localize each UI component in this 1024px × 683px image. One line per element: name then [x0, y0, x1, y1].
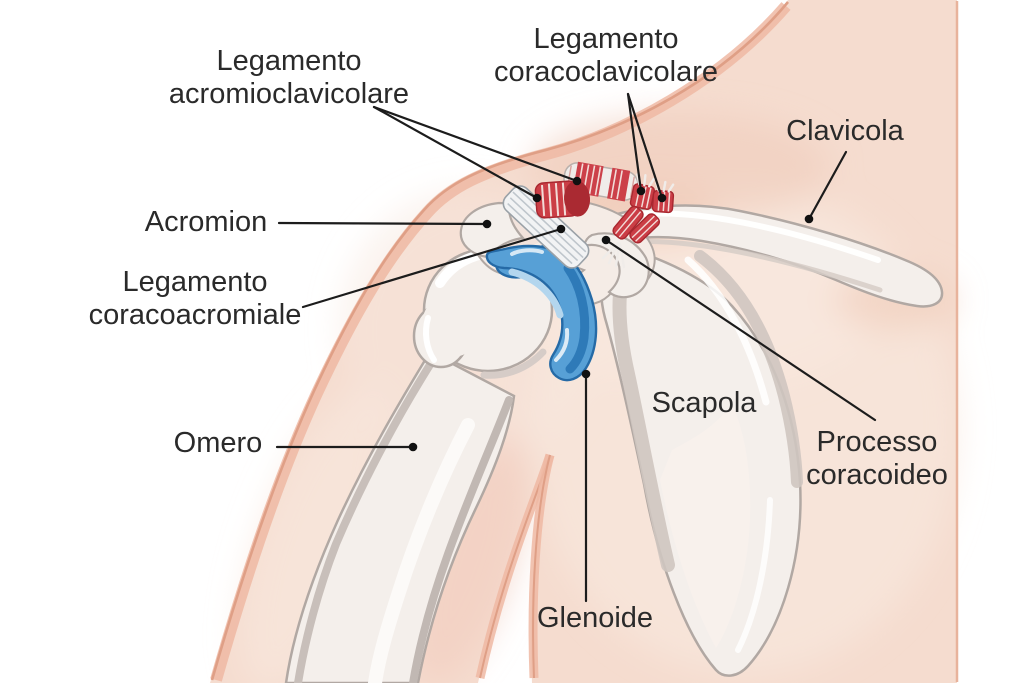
clavicola-leader-line [807, 150, 848, 221]
glenoide-leader-dot [581, 369, 591, 379]
legamento-acromioclavicolare-leader-line [372, 105, 579, 183]
acromion-leader-line [277, 221, 489, 226]
legamento-coracoacromiale-leader-line [301, 227, 563, 309]
skin-outline [210, 1, 789, 681]
legamento-coracoclavicolare-leader-line [626, 92, 643, 193]
legamento-coracoclavicolare-leader-line [626, 92, 664, 200]
skin-edge-band [210, 2, 791, 682]
legamento-coracoacromiale-leader-dot [556, 224, 566, 234]
label-glenoide: Glenoide [537, 602, 653, 634]
legamento-acromioclavicolare-leader-dot [532, 193, 542, 203]
coracoid-ligament-diagonal-a [612, 205, 644, 240]
clavicola-leader-dot [804, 214, 814, 224]
label-omero: Omero [174, 427, 263, 459]
processo-coracoideo-leader-dot [601, 235, 611, 245]
acromioclavicular-ligament-small [534, 180, 591, 219]
label-acromion: Acromion [145, 206, 268, 238]
glenoid-cartilage [485, 244, 598, 382]
legamento-coracoclavicolare-leader-dot [657, 193, 667, 203]
legamento-acromioclavicolare-leader-dot [572, 176, 582, 186]
label-scapola: Scapola [652, 387, 758, 419]
coracoid-ligament-diagonal-b [629, 213, 661, 244]
acromion-leader-dot [482, 219, 492, 229]
omero-leader-dot [408, 442, 418, 452]
label-clavicola: Clavicola [786, 115, 905, 147]
humerus-bone [284, 247, 554, 683]
legamento-coracoclavicolare-leader-dot [636, 186, 646, 196]
legamento-acromioclavicolare-leader-line [372, 105, 539, 200]
processo-coracoideo-leader-line [604, 238, 877, 422]
ligament-fiber-fan [601, 241, 626, 269]
